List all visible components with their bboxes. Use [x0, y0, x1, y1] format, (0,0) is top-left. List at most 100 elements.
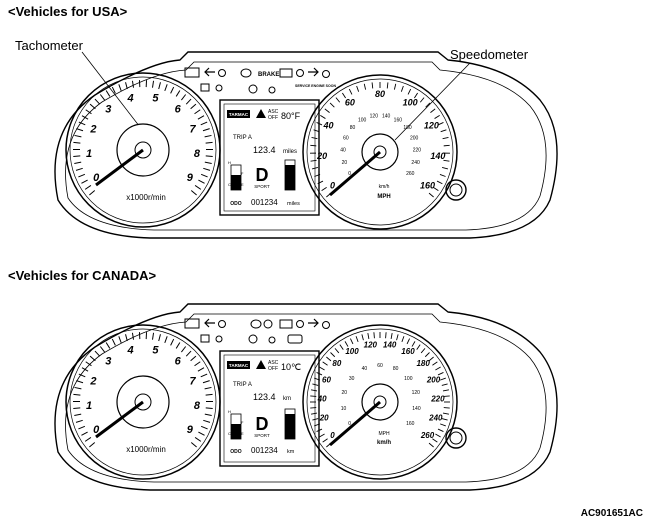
turn-right-icon: [308, 67, 319, 77]
speedo-inner-number-label: 40: [362, 366, 368, 372]
gauge-tick: [441, 383, 448, 386]
gauge-tick: [81, 431, 88, 436]
gauge-tick: [425, 102, 431, 108]
gauge-tick: [203, 167, 211, 171]
battery-icon: [184, 318, 200, 329]
gauge-tick: [361, 334, 364, 341]
gauge-tick: [424, 352, 430, 358]
speedo-outer-number-label: 140: [430, 151, 445, 161]
gauge-tick: [373, 332, 375, 339]
gauge-tick: [73, 393, 81, 396]
temp-gauge-h: H: [228, 409, 231, 414]
gauge-tick: [99, 94, 105, 101]
gauge-tick: [200, 373, 208, 378]
gauge-tick: [84, 185, 92, 190]
check-engine-icon: [279, 319, 293, 329]
gauge-tick: [78, 173, 86, 178]
gauge-tick: [419, 97, 425, 103]
tach-number-label: 5: [152, 344, 159, 356]
trip-value: 123.4: [253, 392, 276, 402]
gauge-tick: [439, 423, 446, 427]
speedo-inner-number-label: 0: [348, 421, 351, 427]
tarmac-text: TARMAC: [229, 363, 249, 368]
speedo-bezel: [302, 74, 458, 230]
battery-icon: [184, 67, 200, 78]
gauge-tick: [94, 98, 101, 105]
speedo-inner-number-label: 80: [350, 125, 356, 131]
gauge-tick: [436, 180, 443, 185]
temp-gauge-c: C: [228, 182, 231, 187]
speedo-inner-number-label: 30: [349, 376, 355, 382]
tach-number-label: 0: [93, 424, 100, 436]
gauge-tick: [76, 380, 84, 384]
gauge-tick: [200, 173, 208, 178]
gauge-tick: [371, 82, 374, 89]
gauge-tick: [194, 437, 202, 442]
gauge-tick: [74, 386, 82, 390]
tach-unit: x1000r/min: [126, 445, 166, 454]
gauge-tick: [442, 412, 450, 415]
speedo-inner-number-label: 60: [343, 135, 349, 141]
speedo-inner-unit: km/h: [379, 184, 390, 190]
speedo-inner-number-label: 240: [411, 160, 420, 166]
tach-number-label: 8: [194, 400, 201, 412]
gauge-tick: [198, 431, 205, 436]
gauge-tick: [89, 355, 96, 362]
gauge-tick: [190, 190, 197, 196]
gauge-tick: [396, 334, 399, 341]
gauge-tick: [89, 190, 96, 196]
trip-label: TRIP A: [233, 382, 252, 388]
tach-number-label: 7: [190, 375, 197, 387]
gauge-tick: [439, 377, 446, 381]
gauge-tick: [329, 102, 335, 108]
tach-number-label: 7: [190, 123, 197, 135]
odometer-unit: miles: [287, 201, 300, 207]
seat-icon: [268, 86, 276, 94]
speedometer-callout: Speedometer: [450, 47, 529, 62]
gauge-tick: [73, 155, 81, 158]
tach-number-label: 1: [86, 148, 92, 160]
gauge-tick: [204, 134, 212, 138]
tach-number-label: 3: [105, 355, 111, 367]
tach-ticks: [72, 332, 214, 448]
tach-number-label: 2: [89, 375, 96, 387]
speedo-inner-number-label: 10: [341, 406, 347, 412]
trip-unit: km: [283, 396, 291, 402]
gauge-tick: [435, 433, 441, 438]
gear-indicator: D: [256, 414, 269, 434]
gauge-tick: [407, 88, 412, 95]
gauge-tick: [73, 407, 81, 410]
gauge-tick: [350, 338, 354, 345]
gauge-tick: [330, 352, 336, 358]
speedo-outer-number-label: 140: [383, 341, 397, 350]
tach-number-label: 5: [152, 92, 159, 104]
speedo-outer-number-label: 200: [426, 375, 441, 384]
gauge-tick: [339, 344, 344, 350]
speedo-inner-number-label: 0: [348, 171, 351, 177]
gauge-tick: [204, 386, 212, 390]
gauge-tick: [311, 137, 318, 140]
speedo-outer-number-label: 80: [375, 89, 385, 99]
canada-heading: <Vehicles for CANADA>: [8, 268, 157, 283]
gauge-tick: [319, 433, 325, 438]
gauge-tick: [85, 109, 92, 115]
trip-reset-knob: [445, 427, 467, 449]
brake-warning-text: BRAKE: [258, 72, 279, 78]
gauge-tick: [125, 82, 128, 90]
gauge-tick: [401, 336, 405, 343]
speedo-inner-number-label: 80: [393, 366, 399, 372]
speedo-bezel: [302, 324, 458, 480]
gauge-tick: [310, 144, 317, 147]
tach-number-label: 9: [187, 424, 194, 436]
gauge-tick: [170, 338, 175, 346]
gauge-tick: [74, 134, 82, 138]
gauge-tick: [406, 338, 410, 345]
speedo-inner-number-label: 260: [406, 171, 415, 177]
cluster-housing-inner: [65, 61, 547, 231]
gauge-tick: [437, 122, 444, 126]
